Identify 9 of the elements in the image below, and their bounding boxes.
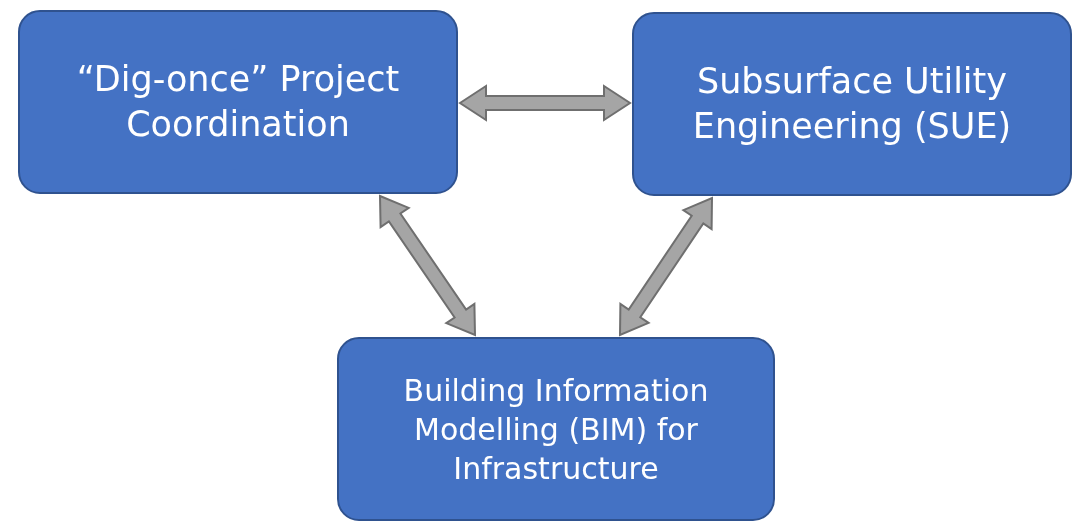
box-label: Subsurface Utility Engineering (SUE) — [691, 59, 1013, 148]
double-arrow — [619, 196, 713, 337]
box-label: “Dig-once” Project Coordination — [75, 57, 401, 146]
process-box — [337, 337, 775, 521]
process-box — [632, 12, 1072, 196]
double-arrow — [458, 84, 632, 122]
double-arrow — [378, 194, 477, 337]
process-box — [18, 10, 458, 194]
box-label: Building Information Modelling (BIM) for Infrastructure — [402, 371, 710, 488]
